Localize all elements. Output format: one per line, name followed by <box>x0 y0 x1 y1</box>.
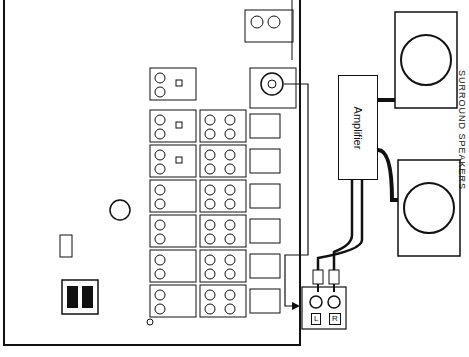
jack <box>155 73 165 83</box>
arrowhead <box>292 302 300 310</box>
jack <box>205 290 215 300</box>
receiver-panel <box>4 0 300 345</box>
jack-grid <box>150 68 280 317</box>
marker <box>176 157 182 163</box>
jack <box>225 199 235 209</box>
jack-box <box>200 180 246 212</box>
legend-plate <box>250 114 280 138</box>
channel-label: R <box>329 313 341 325</box>
jack <box>225 150 235 160</box>
legend-plate <box>250 184 280 208</box>
jack <box>155 199 165 209</box>
jack <box>155 115 165 125</box>
jack <box>225 129 235 139</box>
amplifier-box: Amplifier <box>338 75 378 180</box>
jack-box <box>200 145 246 177</box>
jack <box>205 234 215 244</box>
jack-box <box>200 110 246 142</box>
jack <box>205 185 215 195</box>
jack <box>205 199 215 209</box>
pointer-line <box>284 84 308 306</box>
channel-label: L <box>311 313 321 325</box>
jack <box>225 255 235 265</box>
jack-closeup <box>302 287 346 329</box>
jack <box>205 164 215 174</box>
jack <box>205 115 215 125</box>
jack <box>225 304 235 314</box>
speaker-cable <box>378 150 398 200</box>
rca-jack <box>310 296 322 308</box>
jack <box>205 304 215 314</box>
jack-box <box>150 285 196 317</box>
node-text: Amplifier <box>352 106 364 149</box>
jack <box>155 304 165 314</box>
jack <box>155 269 165 279</box>
jack <box>205 220 215 230</box>
legend-plate <box>250 149 280 173</box>
balance-knob <box>110 200 130 220</box>
ground-screw <box>147 319 153 325</box>
jack <box>155 164 165 174</box>
jack <box>225 269 235 279</box>
marker <box>176 80 182 86</box>
jack <box>205 150 215 160</box>
cable <box>318 180 362 272</box>
jack <box>155 290 165 300</box>
rca-plug <box>329 270 339 284</box>
jack <box>225 115 235 125</box>
legend-plate <box>250 254 280 278</box>
jack <box>205 129 215 139</box>
rear-out-jack <box>268 80 276 88</box>
speaker-cone <box>404 183 454 233</box>
marker <box>176 122 182 128</box>
terminal <box>82 286 93 308</box>
speaker <box>398 160 460 256</box>
cable <box>334 180 352 272</box>
jack-box <box>150 68 196 100</box>
jack <box>251 16 263 28</box>
jack <box>225 234 235 244</box>
jack <box>205 255 215 265</box>
legend-plate <box>250 289 280 313</box>
terminal <box>67 286 78 308</box>
speaker-cable <box>378 98 395 102</box>
jack <box>155 255 165 265</box>
jack-box <box>200 285 246 317</box>
rear-out-box <box>250 68 296 108</box>
caption-label: SURROUND SPEAKERS <box>457 70 467 190</box>
rca-jack <box>328 296 340 308</box>
jack <box>155 234 165 244</box>
jack-box <box>200 250 246 282</box>
system-control-box <box>245 10 293 42</box>
jack <box>155 129 165 139</box>
jack-box <box>200 215 246 247</box>
speaker-cone <box>401 35 451 85</box>
rca-plug <box>313 270 323 284</box>
jack <box>155 87 165 97</box>
panel-edge <box>292 0 293 60</box>
legend-plate <box>250 219 280 243</box>
rear-out-jack <box>261 73 283 95</box>
jack <box>225 290 235 300</box>
jack <box>155 185 165 195</box>
jack <box>225 164 235 174</box>
jack-box <box>150 215 196 247</box>
antenna-terminal <box>62 280 98 314</box>
jack-box <box>150 110 196 142</box>
jack <box>225 185 235 195</box>
jack <box>268 16 280 28</box>
jack-box <box>150 145 196 177</box>
jack <box>155 220 165 230</box>
jack <box>155 150 165 160</box>
plug-pin <box>318 284 334 292</box>
jack-box <box>150 180 196 212</box>
jack <box>205 269 215 279</box>
speaker <box>395 12 457 108</box>
jack-box <box>150 250 196 282</box>
switch <box>60 235 72 257</box>
jack <box>225 220 235 230</box>
